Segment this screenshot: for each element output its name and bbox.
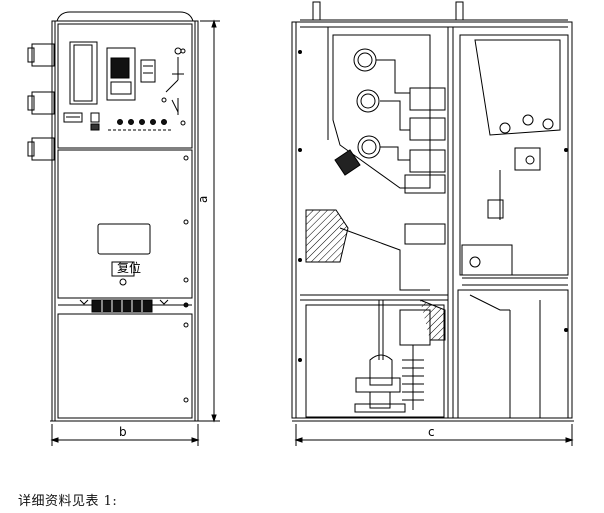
front-view: 复位 bbox=[27, 11, 220, 446]
dimension-b-label: b bbox=[119, 425, 127, 439]
dimension-c-label: c bbox=[428, 425, 435, 439]
caption-text: 详细资料见表 1: bbox=[18, 494, 118, 509]
reset-button-label: 复位 bbox=[117, 260, 141, 275]
dimension-a-label: a bbox=[196, 196, 210, 203]
switchgear-drawing: 复位 bbox=[27, 1, 574, 446]
side-section-view: c bbox=[291, 1, 574, 446]
